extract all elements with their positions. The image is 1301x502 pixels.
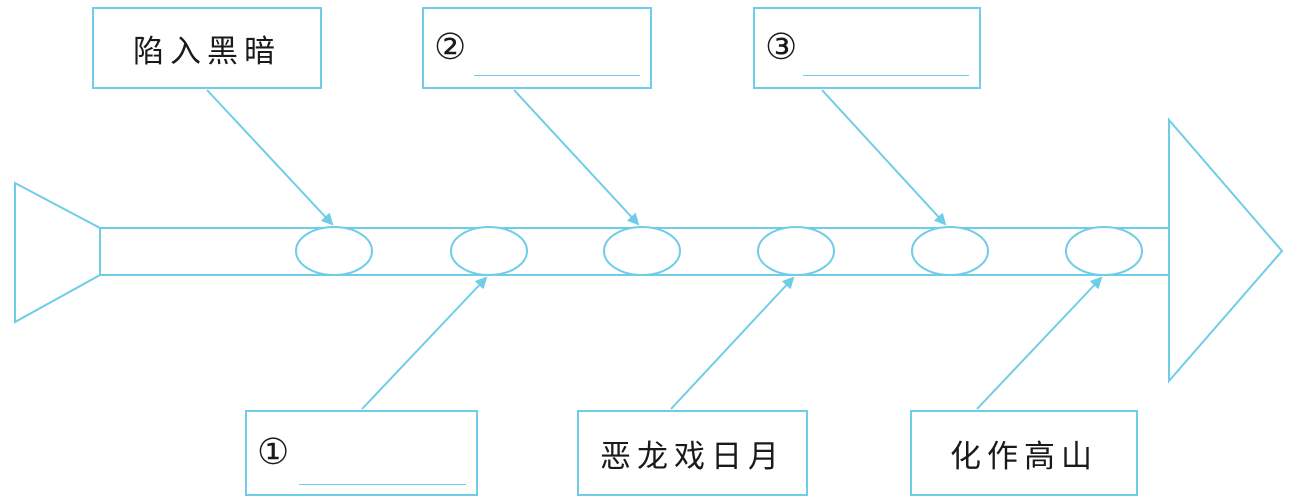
box-bottom-3-label: 化作高山 bbox=[950, 438, 1098, 475]
box-bottom-2-label: 恶龙戏日月 bbox=[600, 438, 785, 475]
box-top-2[interactable]: ② bbox=[422, 7, 652, 89]
box-bottom-3: 化作高山 bbox=[910, 410, 1138, 496]
box-top-3-blank-line[interactable] bbox=[803, 75, 969, 76]
spine-node-3 bbox=[603, 226, 681, 276]
spine-node-1 bbox=[295, 226, 373, 276]
box-bottom-1-blank-line[interactable] bbox=[299, 484, 466, 485]
spine-node-6 bbox=[1065, 226, 1143, 276]
fish-tail bbox=[14, 181, 101, 324]
spine-node-2 bbox=[450, 226, 528, 276]
arrow-bottom-1 bbox=[361, 276, 488, 410]
box-top-3[interactable]: ③ bbox=[753, 7, 981, 89]
fish-head bbox=[1168, 117, 1284, 384]
arrow-top-2 bbox=[513, 89, 640, 226]
spine-node-5 bbox=[911, 226, 989, 276]
box-bottom-2: 恶龙戏日月 bbox=[577, 410, 808, 496]
box-bottom-1[interactable]: ① bbox=[245, 410, 478, 496]
spine-node-4 bbox=[757, 226, 835, 276]
box-bottom-1-number: ① bbox=[257, 432, 290, 473]
box-top-3-number: ③ bbox=[765, 27, 798, 68]
box-top-2-blank-line[interactable] bbox=[474, 75, 640, 76]
arrow-bottom-2 bbox=[670, 276, 795, 410]
box-top-1: 陷入黑暗 bbox=[92, 7, 322, 89]
box-top-1-label: 陷入黑暗 bbox=[133, 33, 281, 70]
arrow-top-3 bbox=[821, 89, 947, 226]
arrow-bottom-3 bbox=[976, 276, 1103, 410]
arrow-top-1 bbox=[206, 89, 334, 226]
box-top-2-number: ② bbox=[434, 27, 467, 68]
